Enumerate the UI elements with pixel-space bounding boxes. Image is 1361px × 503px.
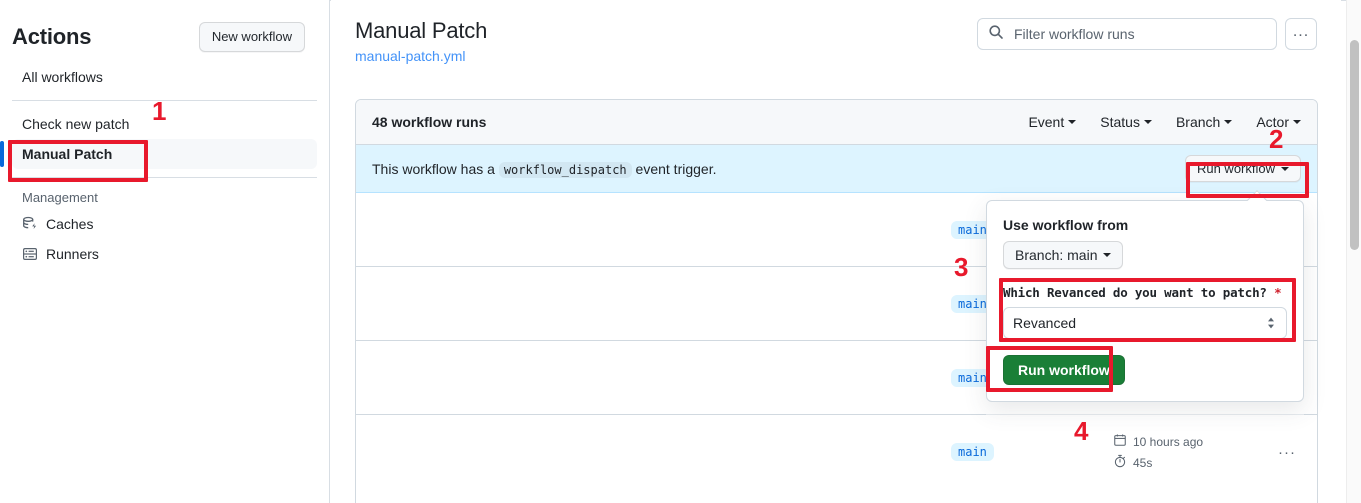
run-duration-label: 45s (1133, 455, 1153, 470)
branch-badge[interactable]: main (951, 294, 994, 313)
branch-select-button[interactable]: Branch: main (1003, 241, 1124, 269)
sidebar-divider (12, 177, 317, 178)
chevron-down-icon (1143, 120, 1152, 124)
branch-select-label: Branch: main (1015, 247, 1098, 263)
workflow-input-label: Which Revanced do you want to patch? * (1003, 285, 1287, 300)
dispatch-banner-text: This workflow has a workflow_dispatch ev… (372, 160, 717, 178)
table-row[interactable]: main (356, 193, 1317, 267)
use-workflow-from-label: Use workflow from (1003, 217, 1129, 233)
sidebar-item-caches[interactable]: Caches (12, 209, 317, 239)
sidebar-item-label: Manual Patch (22, 146, 113, 162)
required-marker: * (1274, 285, 1282, 300)
sidebar-item-check-new-patch[interactable]: Check new patch (12, 109, 317, 139)
run-branch-cell: main (923, 368, 1113, 387)
select-updown-icon (1265, 315, 1277, 331)
sidebar-group-management: Management (22, 190, 98, 205)
run-branch-cell: main (923, 220, 1113, 239)
branch-badge[interactable]: main (951, 220, 994, 239)
cache-icon (22, 216, 38, 232)
search-input[interactable] (1012, 25, 1266, 43)
filter-status-label: Status (1100, 114, 1140, 130)
workflow-input-label-text: Which Revanced do you want to patch? (1003, 285, 1267, 300)
run-meta-cell: 10 hours ago 45s (1113, 433, 1273, 471)
run-branch-cell: main (923, 443, 1113, 461)
sidebar-item-label: Caches (46, 216, 94, 232)
dispatch-text-after: event trigger. (635, 160, 717, 177)
chevron-down-icon (1281, 166, 1289, 171)
new-workflow-button[interactable]: New workflow (198, 22, 305, 52)
sidebar-item-label: All workflows (22, 69, 103, 85)
runner-icon (22, 246, 38, 262)
workflow-dispatch-banner: This workflow has a workflow_dispatch ev… (356, 145, 1317, 193)
filter-actor-label: Actor (1256, 114, 1289, 130)
stopwatch-icon (1113, 454, 1127, 471)
filters-group: Event Status Branch Actor (1028, 114, 1301, 130)
dispatch-text-before: This workflow has a (372, 160, 495, 177)
run-duration: 45s (1113, 454, 1273, 471)
more-options-button[interactable]: ... (1285, 18, 1317, 50)
dispatch-event-code: workflow_dispatch (498, 161, 632, 178)
chevron-down-icon (1293, 120, 1301, 124)
page-scrollbar[interactable] (1346, 0, 1361, 503)
sidebar-divider (12, 100, 317, 101)
revanced-select[interactable]: Revanced (1003, 307, 1287, 339)
calendar-icon (1113, 433, 1127, 450)
search-icon (988, 24, 1004, 45)
run-workflow-popover: Use workflow from Branch: main Which Rev… (986, 190, 1304, 402)
filter-branch[interactable]: Branch (1175, 114, 1233, 130)
sidebar-title: Actions (12, 24, 92, 49)
table-row[interactable]: main 10 hours ago (356, 415, 1317, 489)
run-workflow-dropdown-label: Run workflow (1196, 161, 1275, 176)
sidebar-item-runners[interactable]: Runners (12, 239, 317, 269)
sidebar-item-manual-patch[interactable]: Manual Patch (0, 139, 317, 169)
run-date: 10 hours ago (1113, 433, 1273, 450)
filter-actor[interactable]: Actor (1256, 114, 1301, 130)
revanced-select-value: Revanced (1013, 315, 1077, 331)
submit-run-workflow-button[interactable]: Run workflow (1003, 355, 1125, 385)
table-row[interactable]: main (356, 267, 1317, 341)
search-area: ... (977, 18, 1317, 50)
sidebar-header: Actions New workflow (0, 0, 329, 62)
workflow-input-field: Which Revanced do you want to patch? * R… (1003, 285, 1287, 339)
branch-badge[interactable]: main (951, 368, 994, 387)
filter-event[interactable]: Event (1028, 114, 1077, 130)
page-title: Manual Patch (355, 18, 488, 43)
filter-branch-label: Branch (1175, 114, 1221, 130)
branch-badge[interactable]: main (951, 443, 994, 461)
chevron-down-icon (1103, 253, 1112, 257)
workflow-runs-count: 48 workflow runs (372, 114, 487, 130)
filter-event-label: Event (1028, 114, 1065, 130)
run-workflow-dropdown-button[interactable]: Run workflow (1184, 155, 1301, 182)
sidebar-item-all-workflows[interactable]: All workflows (12, 62, 317, 92)
actions-sidebar: Actions New workflow All workflows Check… (0, 0, 330, 503)
filter-status[interactable]: Status (1100, 114, 1152, 130)
run-date-label: 10 hours ago (1133, 434, 1204, 449)
filter-workflow-runs-box[interactable] (977, 18, 1277, 50)
row-more-button[interactable]: ··· (1278, 443, 1296, 461)
sidebar-item-label: Runners (46, 246, 99, 262)
workflow-runs-header: 48 workflow runs Event Status Branch Act… (356, 100, 1317, 145)
chevron-down-icon (1068, 120, 1077, 124)
sidebar-item-label: Check new patch (22, 116, 130, 132)
sidebar-nav-list: All workflows Check new patch Manual Pat… (0, 62, 329, 269)
scrollbar-thumb[interactable] (1350, 40, 1359, 250)
run-branch-cell: main (923, 294, 1113, 313)
chevron-down-icon (1224, 120, 1233, 124)
workflow-file-link[interactable]: manual-patch.yml (355, 48, 466, 64)
